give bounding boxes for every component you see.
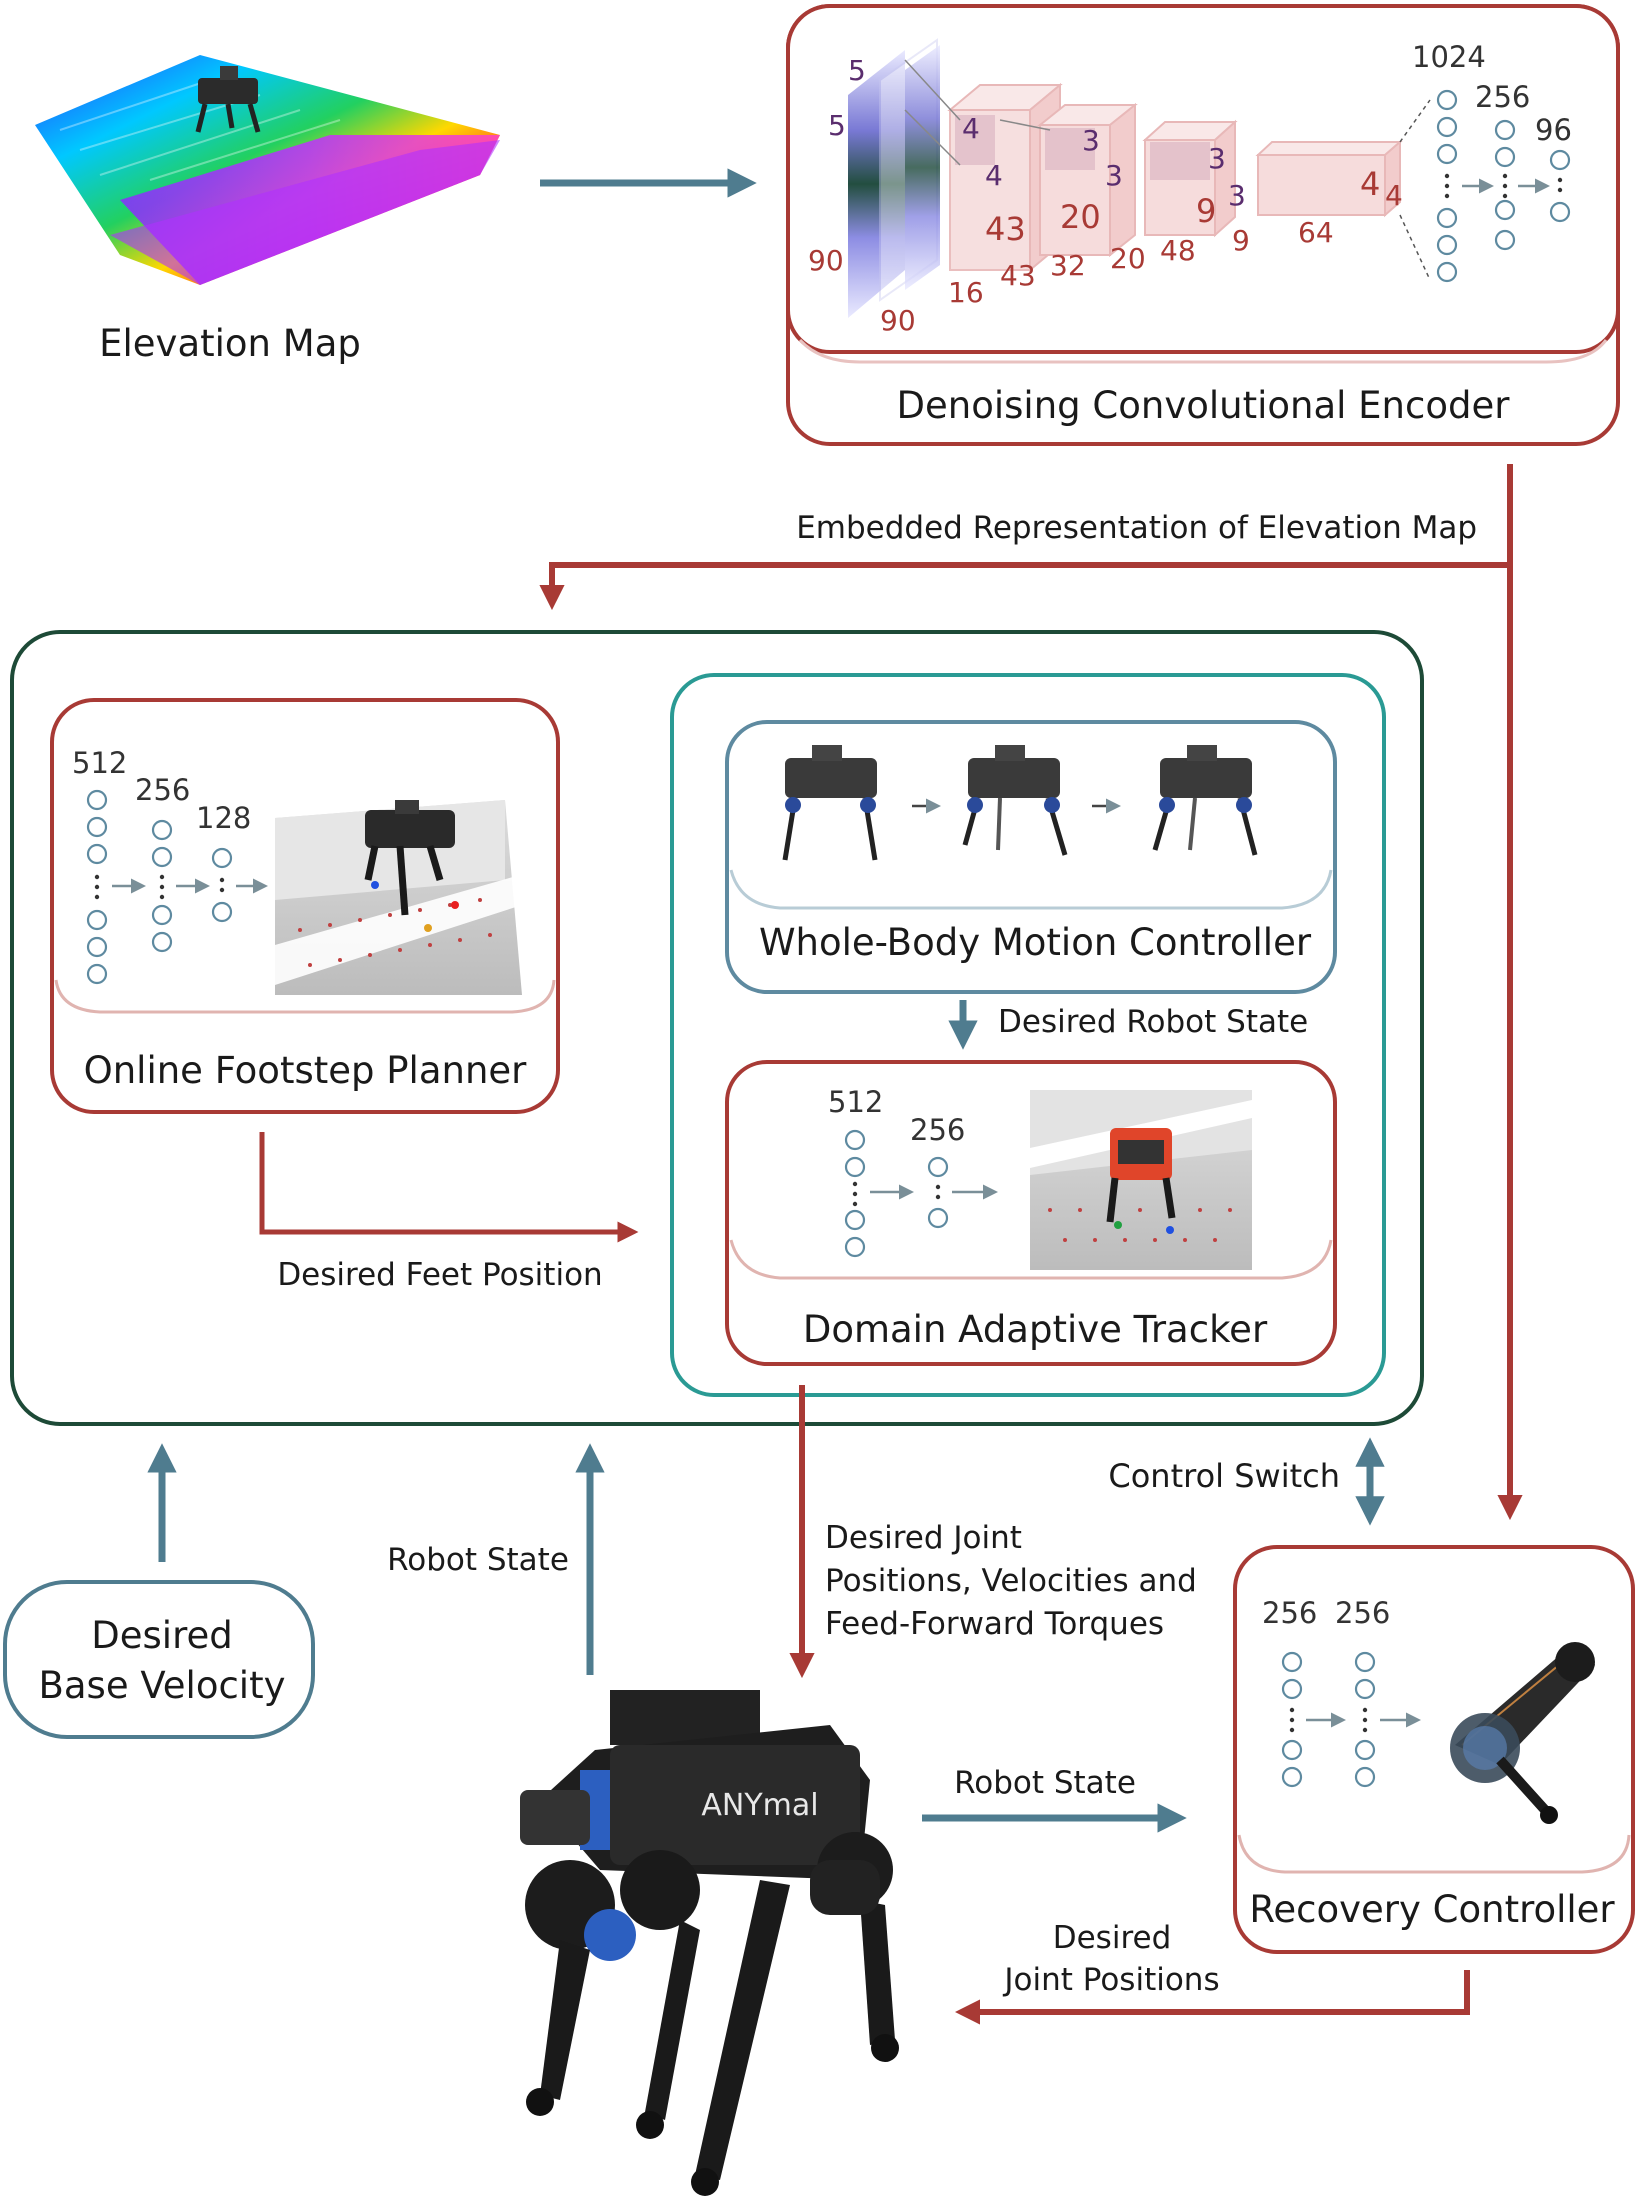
recovery-controller-box: Recovery Controller 256 256 bbox=[1233, 1545, 1635, 1954]
conv2-dim-2: 20 bbox=[1060, 198, 1101, 236]
control-switch-label: Control Switch bbox=[1108, 1457, 1340, 1495]
conv1-dim-3: 16 bbox=[948, 276, 984, 309]
elevation-map: Elevation Map bbox=[35, 55, 500, 365]
rc-size-0: 256 bbox=[1262, 1596, 1317, 1630]
desired-base-velocity-box: Desired Base Velocity bbox=[3, 1580, 315, 1739]
base-velocity-line-0: Desired bbox=[91, 1614, 232, 1657]
elevation-map-robot-icon bbox=[195, 66, 261, 133]
rc-size-1: 256 bbox=[1335, 1596, 1390, 1630]
tr-size-1: 256 bbox=[910, 1113, 965, 1147]
tracker-box: Domain Adaptive Tracker 512 256 bbox=[725, 1060, 1337, 1366]
footstep-planner-box: Online Footstep Planner 512 256 128 bbox=[50, 698, 560, 1114]
enc-dim-1: 5 bbox=[828, 109, 846, 142]
conv2-dim-4: 20 bbox=[1110, 242, 1146, 275]
tr-size-0: 512 bbox=[828, 1085, 883, 1119]
enc-dim-0: 5 bbox=[848, 54, 866, 87]
footstep-planner-title: Online Footstep Planner bbox=[84, 1049, 528, 1092]
robot-state-right-label: Robot State bbox=[954, 1765, 1136, 1801]
desired-feet-arrow bbox=[259, 1132, 639, 1243]
conv3-dim-2: 9 bbox=[1196, 192, 1216, 230]
conv4-dim-2: 64 bbox=[1298, 216, 1334, 249]
fp-size-0: 512 bbox=[72, 746, 127, 780]
conv1-dim-1: 4 bbox=[985, 159, 1003, 192]
desired-feet-label: Desired Feet Position bbox=[277, 1257, 602, 1293]
conv2-dim-1: 3 bbox=[1105, 159, 1123, 192]
robot-brand-label: ANYmal bbox=[701, 1788, 818, 1823]
desired-joint-positions-line-1: Joint Positions bbox=[1002, 1962, 1219, 1998]
encoder-input-map: 5 5 90 90 bbox=[808, 38, 940, 337]
desired-robot-state-label: Desired Robot State bbox=[998, 1004, 1308, 1040]
robot-state-left-label: Robot State bbox=[387, 1542, 569, 1578]
footstep-planner-sim-image bbox=[275, 800, 522, 995]
enc-fc-size-2: 96 bbox=[1535, 113, 1572, 147]
wbc-box: Whole-Body Motion Controller bbox=[725, 720, 1337, 994]
enc-fc-size-0: 1024 bbox=[1412, 40, 1486, 74]
tracking-controller-box bbox=[670, 673, 1386, 1397]
conv1-dim-2: 43 bbox=[985, 210, 1026, 248]
encoder-conv-block-2: 3 3 20 32 20 bbox=[999, 102, 1146, 282]
enc-dim-3: 90 bbox=[880, 304, 916, 337]
conv3-dim-0: 3 bbox=[1208, 142, 1226, 175]
desired-joint-positions-line-0: Desired bbox=[1053, 1920, 1172, 1956]
desired-joint-cmd-line-0: Desired Joint bbox=[825, 1520, 1022, 1556]
encoder-box: Denoising Convolutional Encoder 5 5 90 9… bbox=[786, 4, 1620, 446]
conv2-dim-3: 32 bbox=[1050, 249, 1086, 282]
anymal-robot: ANYmal bbox=[520, 1690, 899, 2196]
conv3-dim-1: 3 bbox=[1228, 179, 1246, 212]
conv1-dim-4: 43 bbox=[1000, 259, 1036, 292]
wbc-robot-sequence bbox=[782, 745, 1258, 861]
conv1-dim-0: 4 bbox=[962, 112, 980, 145]
desired-joint-cmd-line-2: Feed-Forward Torques bbox=[825, 1606, 1164, 1642]
locomotion-controller-box bbox=[10, 630, 1424, 1426]
conv3-dim-3: 48 bbox=[1160, 234, 1196, 267]
conv3-dim-4: 9 bbox=[1232, 224, 1250, 257]
recovery-leg-image bbox=[1450, 1642, 1595, 1824]
encoder-title: Denoising Convolutional Encoder bbox=[897, 384, 1511, 427]
conv4-dim-1: 4 bbox=[1385, 179, 1403, 212]
tracker-sim-image bbox=[1030, 1090, 1252, 1270]
encoder-conv-block-4: 4 4 64 bbox=[1255, 139, 1403, 249]
wbc-title: Whole-Body Motion Controller bbox=[759, 921, 1312, 964]
conv4-dim-0: 4 bbox=[1360, 165, 1380, 203]
enc-fc-size-1: 256 bbox=[1475, 80, 1530, 114]
encoder-conv-block-3: 3 3 9 48 9 bbox=[1142, 119, 1250, 267]
conv2-dim-0: 3 bbox=[1082, 124, 1100, 157]
encoder-fc-layers: 1024 256 96 bbox=[1412, 40, 1572, 283]
enc-dim-2: 90 bbox=[808, 244, 844, 277]
recovery-title: Recovery Controller bbox=[1249, 1888, 1615, 1931]
desired-joint-cmd-line-1: Positions, Velocities and bbox=[825, 1563, 1197, 1599]
base-velocity-line-1: Base Velocity bbox=[38, 1664, 285, 1707]
embedded-label: Embedded Representation of Elevation Map bbox=[796, 510, 1477, 546]
tracker-title: Domain Adaptive Tracker bbox=[803, 1308, 1268, 1351]
fp-size-1: 256 bbox=[135, 773, 190, 807]
fp-size-2: 128 bbox=[196, 801, 251, 835]
desired-joint-positions-arrow bbox=[954, 1970, 1470, 2025]
elevation-map-label: Elevation Map bbox=[99, 322, 361, 365]
embedded-representation-path: Embedded Representation of Elevation Map bbox=[539, 464, 1523, 1521]
